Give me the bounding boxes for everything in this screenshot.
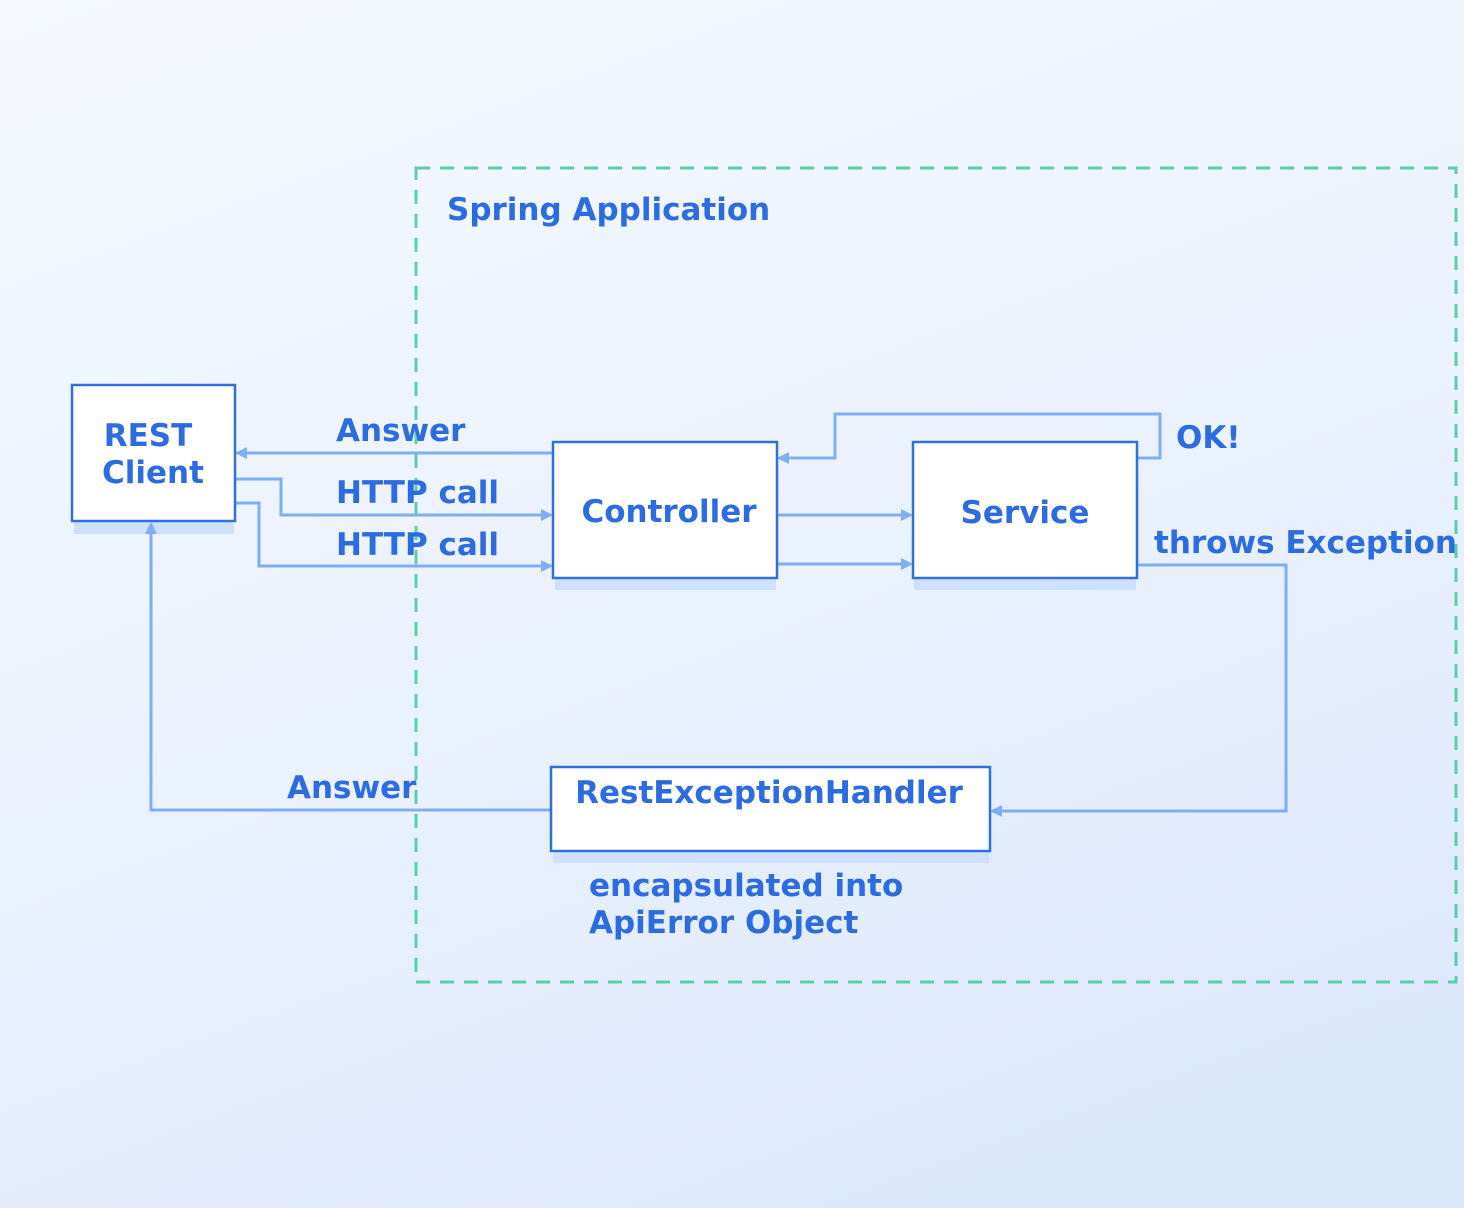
label-http-call-1: HTTP call — [336, 475, 499, 511]
label-answer-bottom: Answer — [287, 770, 417, 806]
controller-label: Controller — [581, 494, 757, 530]
label-ok: OK! — [1176, 420, 1241, 456]
note-encapsulated-line2: ApiError Object — [589, 905, 859, 941]
rest-client-shadow — [74, 522, 234, 534]
rest-client-label-line2: Client — [102, 455, 204, 491]
rest-exception-handler-label: RestExceptionHandler — [575, 775, 964, 811]
label-http-call-2: HTTP call — [336, 527, 499, 563]
service-label: Service — [961, 495, 1090, 531]
label-throws-exception: throws Exception — [1154, 525, 1457, 561]
node-rest-client: REST Client — [70, 383, 237, 523]
node-controller: Controller — [551, 440, 779, 580]
service-shadow — [914, 578, 1136, 590]
label-answer-top: Answer — [336, 413, 466, 449]
spring-application-label: Spring Application — [447, 192, 770, 228]
handler-shadow — [553, 851, 989, 863]
node-service: Service — [911, 440, 1139, 580]
node-rest-exception-handler: RestExceptionHandler — [549, 765, 992, 853]
edge-throws-exception — [990, 563, 1288, 817]
edge-ok-service-to-controller — [777, 412, 1162, 464]
note-encapsulated-line1: encapsulated into — [589, 868, 903, 904]
edge-http-call-2 — [235, 501, 553, 572]
controller-shadow — [555, 578, 776, 590]
spring-application-boundary — [414, 166, 1458, 984]
edge-answer-handler-to-client — [145, 522, 551, 812]
edge-http-call-1 — [235, 477, 553, 521]
rest-client-label-line1: REST — [104, 418, 193, 454]
